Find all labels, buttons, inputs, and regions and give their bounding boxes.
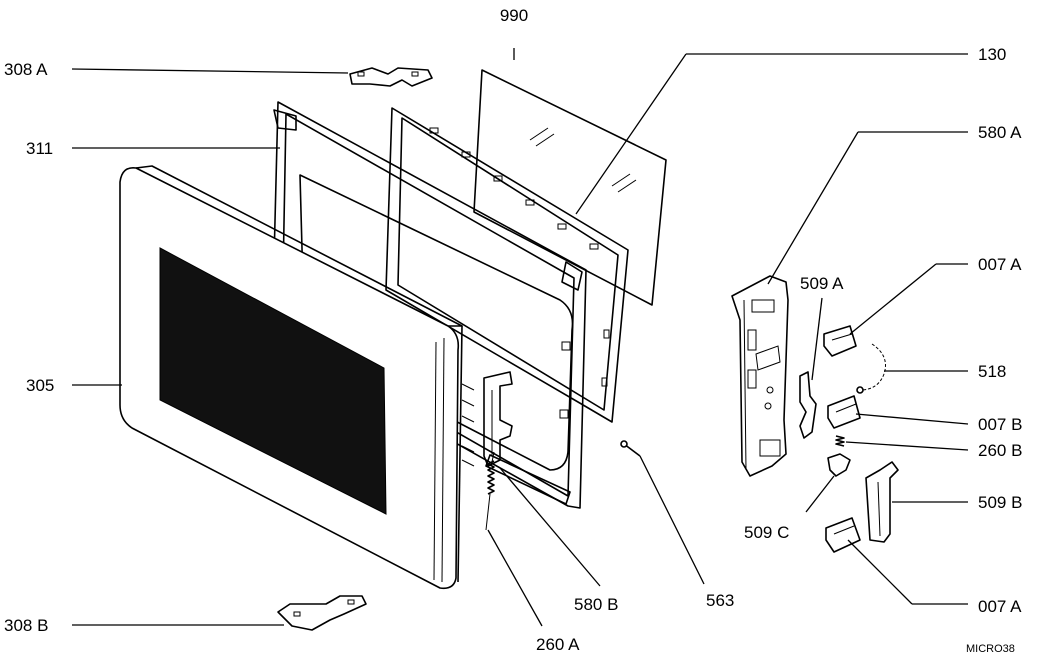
part-007b-switch <box>827 395 861 429</box>
label-305: 305 <box>26 376 54 395</box>
part-130-door-seal <box>385 107 629 423</box>
part-308a-top-hinge <box>349 67 433 87</box>
label-308b: 308 B <box>4 616 48 635</box>
label-563: 563 <box>706 591 734 610</box>
drawing-code: MICRO38 <box>966 643 1015 655</box>
part-580b-latch-hook <box>483 371 513 467</box>
part-260b-spring <box>835 435 845 447</box>
part-260a-spring <box>485 451 495 531</box>
label-509c: 509 C <box>744 523 789 542</box>
label-990: 990 <box>500 6 528 25</box>
label-509b: 509 B <box>978 493 1022 512</box>
part-007a-top-switch <box>823 325 857 357</box>
part-509c-lever <box>827 453 851 477</box>
label-260a: 260 A <box>536 635 580 654</box>
label-580b: 580 B <box>574 595 618 614</box>
leader-lines <box>71 48 969 627</box>
label-308a: 308 A <box>4 60 48 79</box>
label-130: 130 <box>978 45 1006 64</box>
label-007a-top: 007 A <box>978 255 1022 274</box>
part-518-wire <box>856 343 886 394</box>
label-580a: 580 A <box>978 123 1022 142</box>
part-990-glass-panel <box>473 69 667 306</box>
part-509b-lever <box>865 461 899 543</box>
part-308b-bottom-hinge <box>277 595 367 631</box>
label-311: 311 <box>26 139 53 158</box>
label-518: 518 <box>978 362 1006 381</box>
part-305-outer-door <box>119 165 463 590</box>
label-260b: 260 B <box>978 441 1022 460</box>
part-labels: 990 130 308 A 311 580 A 509 A 007 A 518 … <box>4 6 1022 655</box>
part-563-screw <box>620 440 641 457</box>
label-007a-bottom: 007 A <box>978 597 1022 616</box>
part-509a-lever <box>799 371 817 439</box>
part-580a-latch-housing <box>731 275 789 477</box>
label-007b: 007 B <box>978 415 1022 434</box>
label-509a: 509 A <box>800 274 844 293</box>
